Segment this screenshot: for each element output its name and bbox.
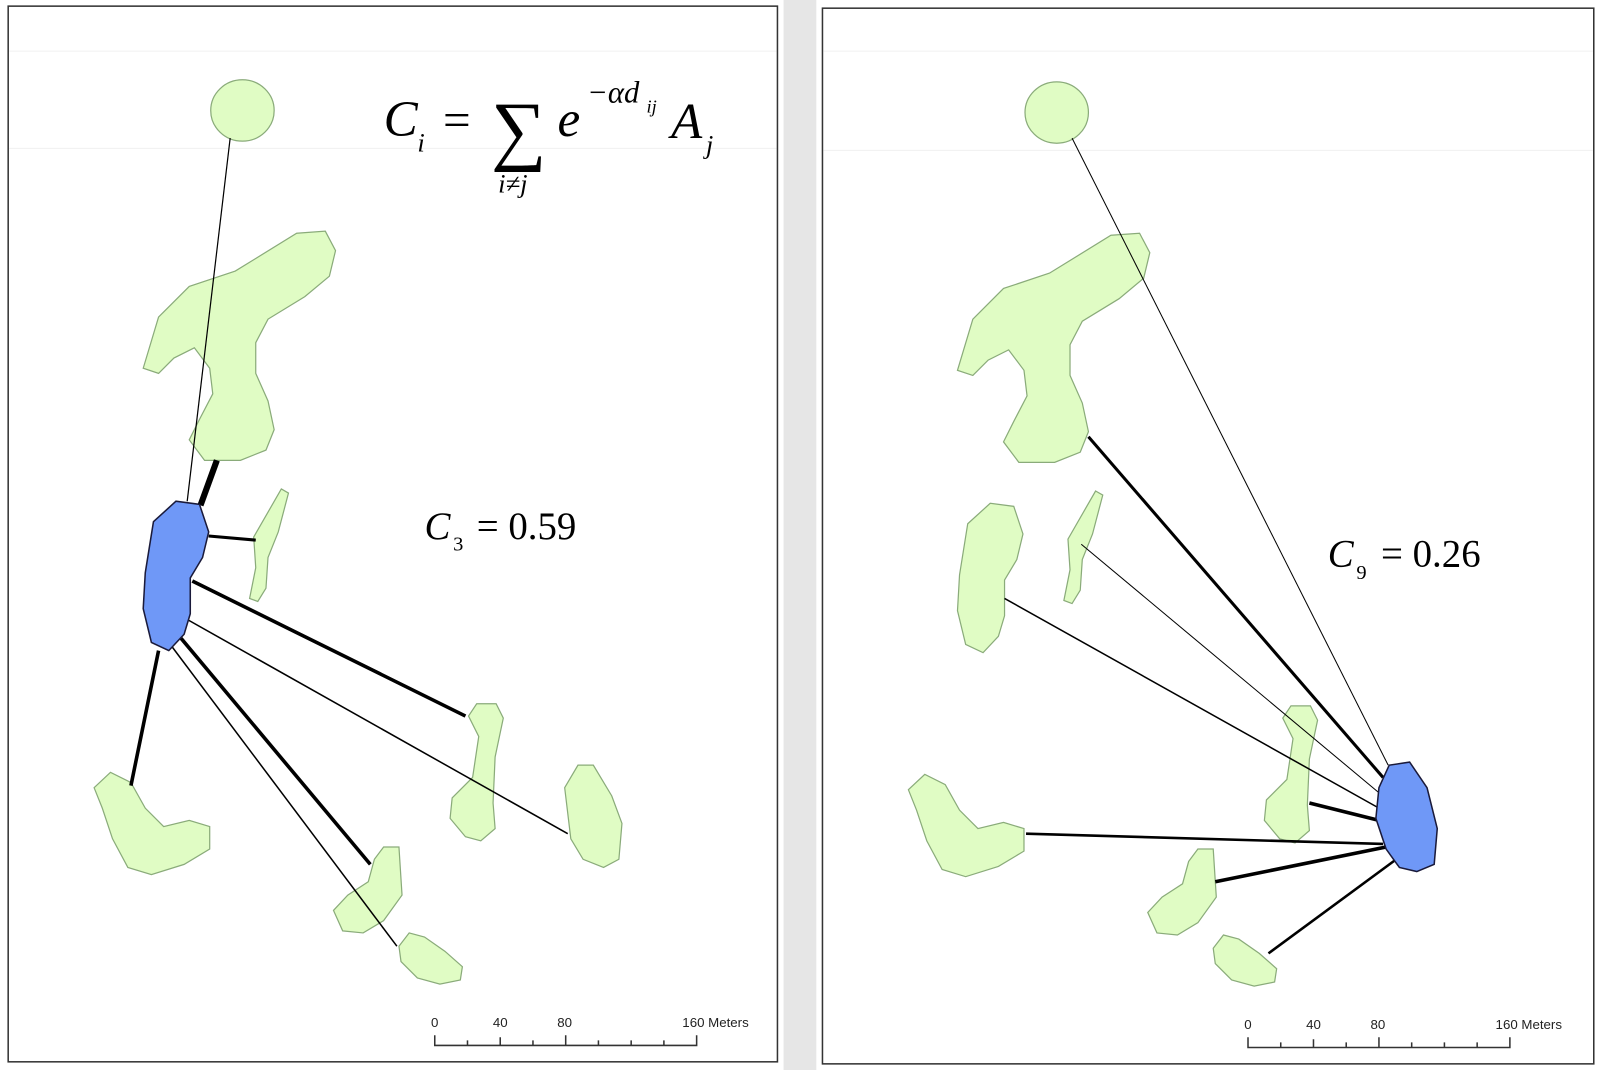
- connection-link: [1080, 543, 1380, 794]
- label-text: 40: [1306, 1017, 1321, 1032]
- panel-divider: [783, 0, 817, 1070]
- map-element: [1247, 1037, 1511, 1049]
- focal-patch-3: [142, 500, 210, 652]
- connectivity-value-label: C 9 = 0.26: [1328, 533, 1481, 584]
- patch-4: [248, 488, 290, 603]
- patch-4: [1063, 490, 1104, 605]
- connection-link: [1267, 858, 1398, 955]
- label-text: 80: [1371, 1017, 1386, 1032]
- label-text: i: [417, 127, 424, 157]
- habitat-patches: [907, 81, 1319, 987]
- label-text: 160 Meters: [682, 1015, 749, 1030]
- connection-link: [179, 637, 372, 866]
- label-text: 9: [1356, 562, 1366, 584]
- connection-link: [186, 138, 231, 502]
- patch-8: [398, 932, 464, 985]
- label-text: 0: [1244, 1017, 1251, 1032]
- label-text: −αd: [587, 75, 640, 109]
- label-text: A: [668, 93, 703, 150]
- connection-link: [197, 459, 220, 507]
- label-text: = 0.59: [477, 505, 577, 548]
- label-text: C: [1328, 533, 1355, 576]
- connection-links: [129, 138, 569, 947]
- patch-3: [956, 502, 1024, 654]
- connection-link: [185, 618, 569, 835]
- patch-5: [907, 773, 1025, 878]
- patch-1: [210, 79, 275, 142]
- connectivity-value-label: C 3 = 0.59: [425, 505, 577, 555]
- label-text: j: [703, 129, 713, 159]
- map-element: [433, 1035, 698, 1047]
- connection-link: [191, 579, 467, 718]
- patch-1: [1024, 81, 1090, 144]
- patch-6: [449, 703, 504, 842]
- patch-9: [564, 764, 623, 869]
- habitat-patches: [93, 79, 623, 985]
- label-text: 80: [557, 1015, 572, 1030]
- label-text: 160 Meters: [1496, 1017, 1563, 1032]
- connection-link: [171, 646, 398, 947]
- label-text: ∑: [491, 86, 546, 172]
- label-text: =: [443, 92, 471, 147]
- label-text: C: [425, 505, 452, 548]
- connection-link: [1004, 597, 1380, 809]
- label-text: = 0.26: [1381, 533, 1481, 576]
- focal-patch-9: [1375, 761, 1439, 873]
- patch-8: [1212, 934, 1278, 987]
- scale-bar: 0 40 80 160 Meters: [1244, 1017, 1563, 1049]
- patch-2: [142, 230, 337, 461]
- patch-5: [93, 771, 211, 876]
- label-text: e: [558, 91, 581, 148]
- connection-link: [208, 534, 256, 542]
- left-map-panel: C i = ∑ i≠j e −αd ij A j C 3 = 0.59 0 40…: [7, 5, 779, 1063]
- connection-link: [1025, 832, 1384, 846]
- label-text: C: [384, 91, 419, 148]
- label-text: ij: [647, 97, 657, 117]
- label-text: i≠j: [498, 168, 527, 198]
- connection-link: [1071, 137, 1389, 766]
- connection-links: [1004, 137, 1398, 955]
- label-text: 40: [493, 1015, 508, 1030]
- connection-link: [129, 650, 161, 786]
- scale-bar: 0 40 80 160 Meters: [431, 1015, 749, 1047]
- right-map-panel: C 9 = 0.26 0 40 80 160 Meters: [821, 7, 1595, 1065]
- connection-link: [1308, 801, 1380, 823]
- connectivity-formula: C i = ∑ i≠j e −αd ij A j: [384, 75, 714, 198]
- label-text: 0: [431, 1015, 438, 1030]
- connection-link: [1214, 845, 1387, 884]
- patch-2: [956, 232, 1151, 463]
- patch-6: [1263, 705, 1319, 844]
- patch-7: [1147, 848, 1217, 936]
- label-text: 3: [453, 533, 463, 555]
- connection-link: [1087, 435, 1385, 779]
